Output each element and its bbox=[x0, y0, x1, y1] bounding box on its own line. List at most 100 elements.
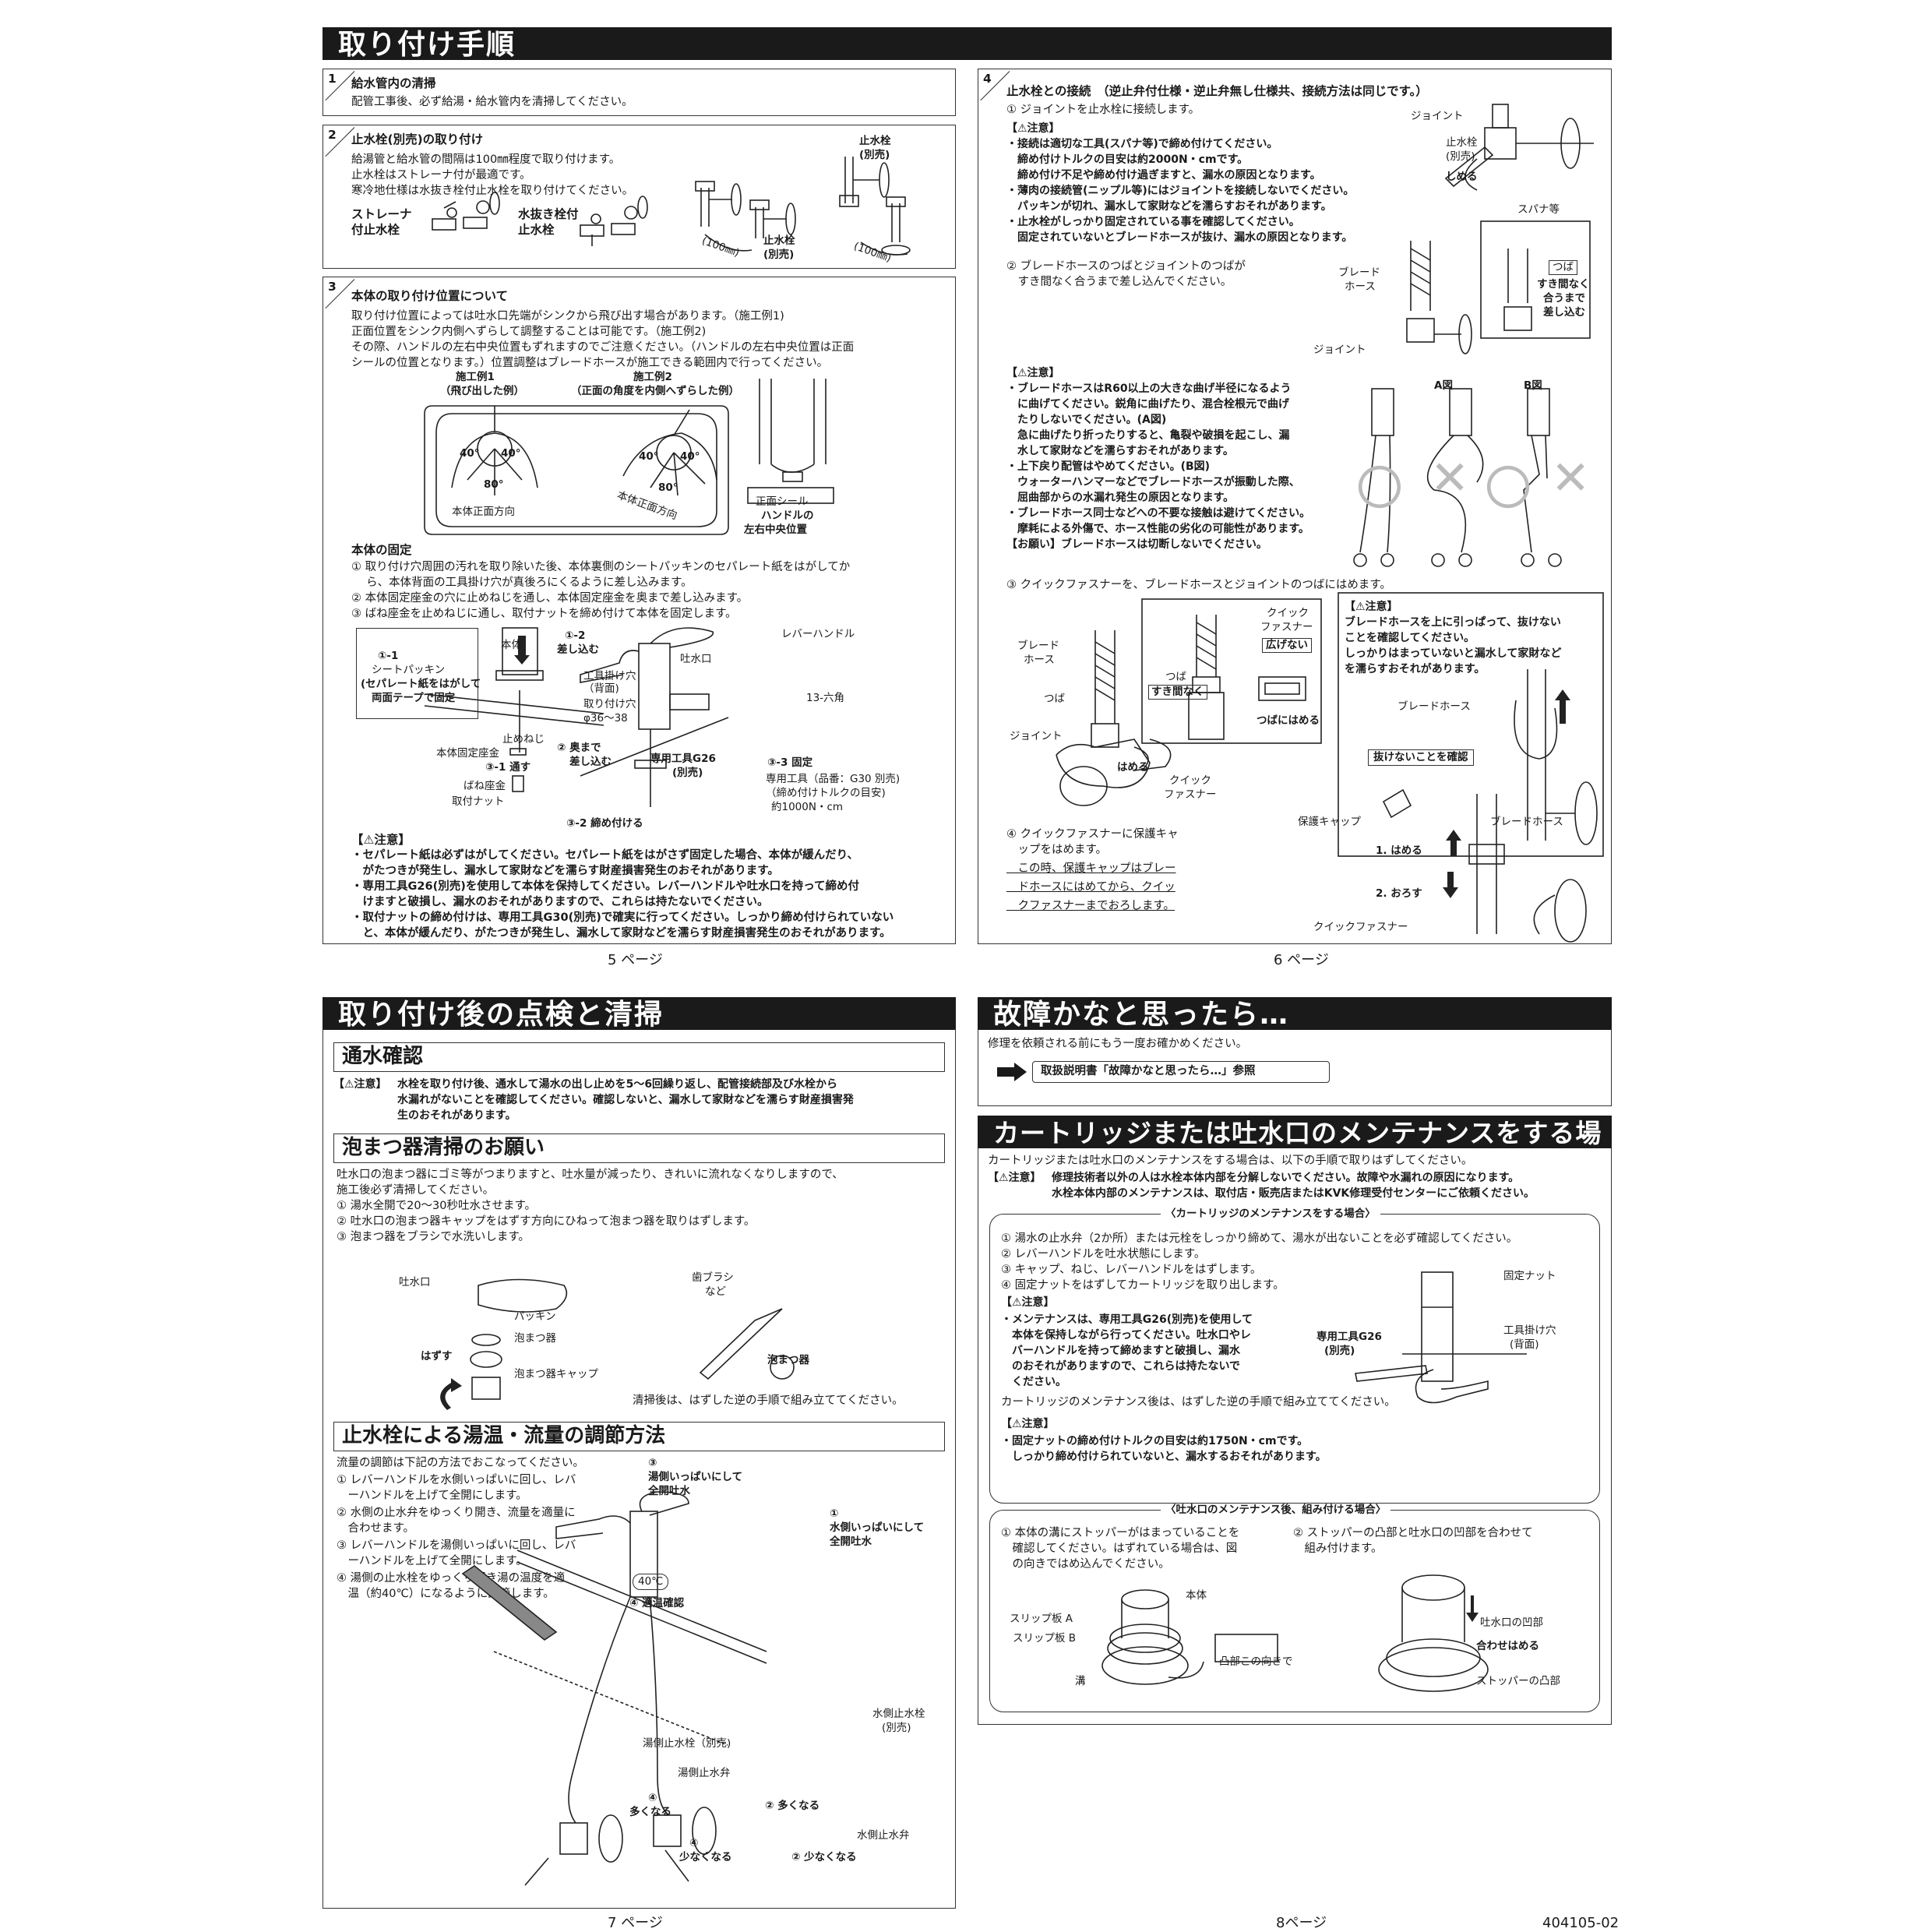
toothbrush-label-2: など bbox=[705, 1285, 726, 1298]
page-number-5: 5 ページ bbox=[608, 952, 663, 968]
step4-sub4-line1: ④ クイックファスナーに保護キャ bbox=[1006, 828, 1179, 841]
step1-body: 配管工事後、必ず給湯・給水管内を清掃してください。 bbox=[351, 96, 633, 108]
flow-line4: ② 水側の止水弁をゆっくり開き、流量を適量に bbox=[337, 1507, 576, 1519]
step4-title: 止水栓との接続 （逆止弁付仕様・逆止弁無し仕様共、接続方法は同じです。） bbox=[1006, 84, 1428, 98]
flow-step3-num: ③ bbox=[648, 1457, 657, 1469]
aerator-line1: 吐水口の泡まつ器にゴミ等がつまりますと、吐水量が減ったり、きれいに流れなくなりし… bbox=[337, 1169, 844, 1181]
hot-valve-label: 湯側止水栓（別売) bbox=[643, 1737, 731, 1750]
c2-line3: たりしないでください。(A図) bbox=[1006, 414, 1167, 426]
strainer-label-1: ストレーナ bbox=[351, 207, 412, 221]
valve-label-1: 止水栓 bbox=[1446, 136, 1478, 149]
ng-mark-a: ✕ bbox=[1430, 451, 1470, 506]
water-check-line3: 生のおそれがあります。 bbox=[397, 1109, 516, 1122]
pull-check-illustration bbox=[1514, 669, 1598, 845]
step2-line1: 給湯管と給水管の間隔は100㎜程度で取り付けます。 bbox=[351, 153, 621, 166]
water-check-caution: 【⚠注意】 bbox=[333, 1078, 387, 1091]
c1-line6: ・止水栓がしっかり固定されている事を確認してください。 bbox=[1006, 216, 1300, 228]
c2-line6: ・上下戻り配管はやめてください。(B図) bbox=[1006, 460, 1211, 473]
page-number-7: 7 ページ bbox=[608, 1915, 663, 1931]
example1-subtitle: （飛び出した例） bbox=[440, 385, 524, 397]
cartridge-panel-title: 〈カートリッジのメンテナンスをする場合〉 bbox=[1161, 1208, 1380, 1221]
joint-label-1: ジョイント bbox=[1411, 110, 1464, 122]
cartridge-caution-4: のおそれがありますので、これらは持たないで bbox=[1001, 1360, 1241, 1373]
hex-13-label: 13-六角 bbox=[806, 692, 845, 704]
valve-label-2: (別売) bbox=[1446, 150, 1475, 163]
step2-line3: 寒冷地仕様は水抜き栓付止水栓を取り付けてください。 bbox=[351, 185, 634, 197]
fixing-illustration bbox=[424, 627, 729, 807]
step4-sub1: ① ジョイントを止水栓に接続します。 bbox=[1006, 104, 1200, 116]
flow-adjust-illustration bbox=[461, 1491, 767, 1886]
c1-line1: ・接続は適切な工具(スパナ等)で締め付けてください。 bbox=[1006, 138, 1278, 150]
water-check-line1: 水栓を取り付け後、通水して湯水の出し止めを5～6回繰り返し、配管接続部及び水栓か… bbox=[397, 1078, 838, 1091]
step2-title: 止水栓(別売)の取り付け bbox=[351, 132, 484, 146]
tool-g26-label-8: 専用工具G26 bbox=[1316, 1331, 1382, 1343]
step1-title: 給水管内の清掃 bbox=[351, 76, 436, 90]
c2-line2: に曲げてください。鋭角に曲げたり、混合栓根元で曲げ bbox=[1006, 398, 1290, 411]
braid-hose-label-1a: ブレード bbox=[1338, 266, 1380, 279]
quick-fastener-illustration bbox=[1056, 592, 1604, 857]
valve-label-a2: (別売) bbox=[859, 149, 890, 161]
callout-3-2: ③-2 締め付ける bbox=[566, 817, 643, 830]
tool-hole-back-label: （背面) bbox=[583, 682, 619, 695]
arrow-icon bbox=[997, 1063, 1027, 1081]
tighten-label: しめる bbox=[1446, 171, 1478, 183]
joint-label-2: ジョイント bbox=[1313, 344, 1366, 356]
step3-caution-1: ・セパレート紙は必ずはがしてください。セパレート紙をはがさず固定した場合、本体が… bbox=[351, 849, 859, 862]
step3-line4: シールの位置となります。）位置調整はブレードホースが施工できる範囲内で行ってくだ… bbox=[351, 357, 829, 369]
deg40-b: 40° bbox=[501, 447, 521, 460]
aerator-illustration bbox=[440, 1278, 795, 1410]
gap-label-1: すき間なく bbox=[1537, 278, 1590, 291]
step3-caution-title: 【⚠注意】 bbox=[351, 833, 411, 847]
front-direction-1: 本体正面方向 bbox=[452, 506, 515, 518]
cartridge-caution: 【⚠注意】 bbox=[1001, 1296, 1055, 1309]
step4-sub3: ③ クイックファスナーを、ブレードホースとジョイントのつばにはめます。 bbox=[1006, 579, 1391, 591]
quick-fastener-label-3: クイックファスナー bbox=[1313, 921, 1408, 933]
flow-step1-cold: 水側いっぱいにして bbox=[830, 1521, 925, 1534]
callout-1-2: ①-2 bbox=[565, 629, 586, 642]
callout-2-label: ② 奥まで bbox=[557, 742, 601, 754]
maintenance-caution-1: 修理技術者以外の人は水栓本体内部を分解しないでください。故障や水漏れの原因になり… bbox=[1052, 1172, 1520, 1184]
c1-line4: ・薄肉の接続管(ニップル等)にはジョイントを接続しないでください。 bbox=[1006, 185, 1355, 197]
aerator-line5: ③ 泡まつ器をブラシで水洗いします。 bbox=[337, 1231, 530, 1243]
torque-guide-label: （締め付けトルクの目安) bbox=[766, 787, 886, 799]
trouble-header: 故障かなと思ったら… bbox=[978, 997, 1612, 1031]
joint-illustration bbox=[1406, 104, 1594, 354]
manual-reference: 取扱説明書「故障かなと思ったら…」参照 bbox=[1032, 1061, 1330, 1083]
braid-hose-label-1b: ホース bbox=[1345, 280, 1376, 293]
c2-line9: ・ブレードホース同士などへの不要な接触は避けてください。 bbox=[1006, 507, 1311, 520]
c3-line3: しっかりはまっていないと漏水して家財など bbox=[1345, 647, 1562, 660]
match-fit-label: 合わせはめる bbox=[1476, 1640, 1539, 1652]
outlet-step1-line2: 確認してください。はずれている場合は、図 bbox=[1001, 1542, 1238, 1555]
inspection-header: 取り付け後の点検と清掃 bbox=[323, 997, 956, 1031]
step3-box: 3 本体の取り付け位置について 取り付け位置によっては吐水口先端がシンクから飛び… bbox=[323, 277, 956, 944]
quick-fastener-label-2b: ファスナー bbox=[1260, 621, 1313, 633]
step1-box: 1 給水管内の清掃 配管工事後、必ず給湯・給水管内を清掃してください。 bbox=[323, 69, 956, 116]
spring-washer-label: ばね座金 bbox=[463, 780, 506, 792]
callout-3-3: ③-3 固定 bbox=[767, 756, 813, 769]
step4-caution1-title: 【⚠注意】 bbox=[1006, 122, 1060, 135]
spanner-label: スパナ等 bbox=[1517, 203, 1560, 216]
cartridge-caution-3: バーハンドルを持って締めますと破損し、漏水 bbox=[1001, 1345, 1241, 1357]
flow-adjust-title: 止水栓による湯温・流量の調節方法 bbox=[333, 1422, 945, 1451]
position-diagram bbox=[424, 379, 834, 535]
outlet-step2-line2: 組み付けます。 bbox=[1293, 1542, 1383, 1555]
torque-value-label: 約1000N・cm bbox=[771, 801, 844, 813]
flow-line2: ① レバーハンドルを水側いっぱいに回し、レバ bbox=[337, 1474, 576, 1486]
c2-line10: 摩耗による外傷で、ホース性能の劣化の可能性があります。 bbox=[1006, 523, 1309, 535]
stop-valve-illustrations bbox=[432, 157, 911, 256]
aerator-label: 泡まつ器 bbox=[514, 1332, 556, 1345]
more-4-label: 多くなる bbox=[629, 1806, 671, 1818]
flow-line5: 合わせます。 bbox=[337, 1522, 415, 1535]
step4-caution2-title: 【⚠注意】 bbox=[1006, 367, 1060, 379]
tool-g26-sold-separately-8: (別売) bbox=[1324, 1345, 1355, 1357]
fixing-nut-label: 固定ナット bbox=[1503, 1270, 1556, 1282]
peel-separator-label: (セパレート紙をはがして bbox=[361, 678, 481, 690]
cartridge-line3: ③ キャップ、ねじ、レバーハンドルをはずします。 bbox=[1001, 1264, 1262, 1276]
less-4-label: 少なくなる bbox=[679, 1851, 732, 1863]
cartridge-after: カートリッジのメンテナンス後は、はずした逆の手順で組み立ててください。 bbox=[1001, 1396, 1396, 1408]
caution3-title: 【⚠注意】 bbox=[1345, 601, 1398, 613]
c1-line7: 固定されていないとブレードホースが抜け、漏水の原因となります。 bbox=[1006, 231, 1353, 244]
page7-frame bbox=[323, 1030, 956, 1909]
braid-hose-label-2b: ホース bbox=[1024, 654, 1055, 666]
step4-sub4-line3: この時、保護キャップはブレー bbox=[1006, 862, 1176, 875]
